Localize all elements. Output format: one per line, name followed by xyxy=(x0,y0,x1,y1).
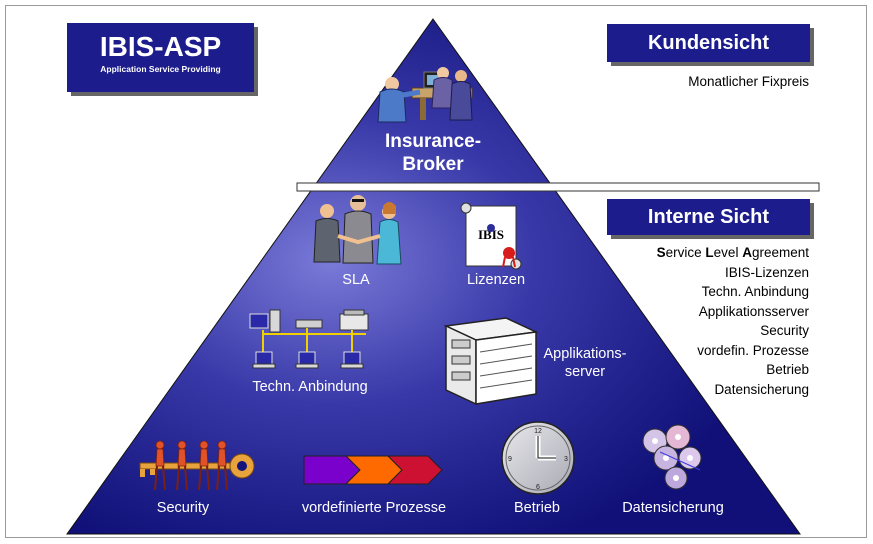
kundensicht-box: Kundensicht xyxy=(607,24,810,62)
label-betrieb: Betrieb xyxy=(514,500,560,516)
separator-bar xyxy=(296,182,820,192)
list-item: Betrieb xyxy=(766,362,809,377)
interne-sicht-list: Service Level Agreement IBIS-Lizenzen Te… xyxy=(560,243,809,399)
kundensicht-title: Kundensicht xyxy=(647,32,770,54)
label-vordefinierte-prozesse: vordefinierte Prozesse xyxy=(301,500,447,516)
discs-icon xyxy=(642,424,702,490)
broker-line-2: Broker xyxy=(402,154,464,175)
svg-text:9: 9 xyxy=(508,456,512,463)
title-text: IBIS-ASP xyxy=(99,31,222,62)
broker-line-1: Insurance- xyxy=(384,131,482,152)
process-arrows-icon xyxy=(303,455,443,485)
svg-text:12: 12 xyxy=(534,428,542,435)
network-computers-icon xyxy=(249,309,369,369)
list-item: Techn. Anbindung xyxy=(701,284,809,299)
list-item: IBIS-Lizenzen xyxy=(724,264,809,280)
list-item: Security xyxy=(760,323,809,338)
list-item: Datensicherung xyxy=(714,381,809,397)
scroll-ibis-text: IBIS xyxy=(478,227,504,242)
kundensicht-text: Monatlicher Fixpreis xyxy=(688,74,809,89)
list-item: vordefin. Prozesse xyxy=(697,342,809,358)
license-scroll-icon: IBIS xyxy=(460,202,522,270)
label-techn-anbindung: Techn. Anbindung xyxy=(252,379,368,395)
sla-line: Service Level Agreement xyxy=(656,245,809,260)
business-people-handshake-icon xyxy=(313,195,402,265)
label-applikationsserver: Applikations- server xyxy=(543,346,627,380)
title-box: IBIS-ASP Application Service Providing xyxy=(67,23,254,92)
interne-sicht-box: Interne Sicht xyxy=(607,199,810,235)
label-sla: SLA xyxy=(342,272,370,288)
server-rack-icon xyxy=(443,317,539,406)
svg-text:3: 3 xyxy=(564,456,568,463)
pyramid xyxy=(66,18,801,535)
label-security: Security xyxy=(156,500,210,516)
clock-icon: 12 3 6 9 xyxy=(501,421,575,495)
keys-people-icon xyxy=(139,440,255,491)
broker-label: Insurance- Broker xyxy=(353,130,513,176)
list-item: Applikationsserver xyxy=(698,303,809,319)
label-lizenzen: Lizenzen xyxy=(466,272,526,288)
subtitle-text: Application Service Providing xyxy=(100,64,221,74)
svg-text:6: 6 xyxy=(536,484,540,491)
interne-sicht-title: Interne Sicht xyxy=(647,206,770,228)
office-workers-icon xyxy=(377,67,473,123)
label-datensicherung: Datensicherung xyxy=(622,500,724,516)
